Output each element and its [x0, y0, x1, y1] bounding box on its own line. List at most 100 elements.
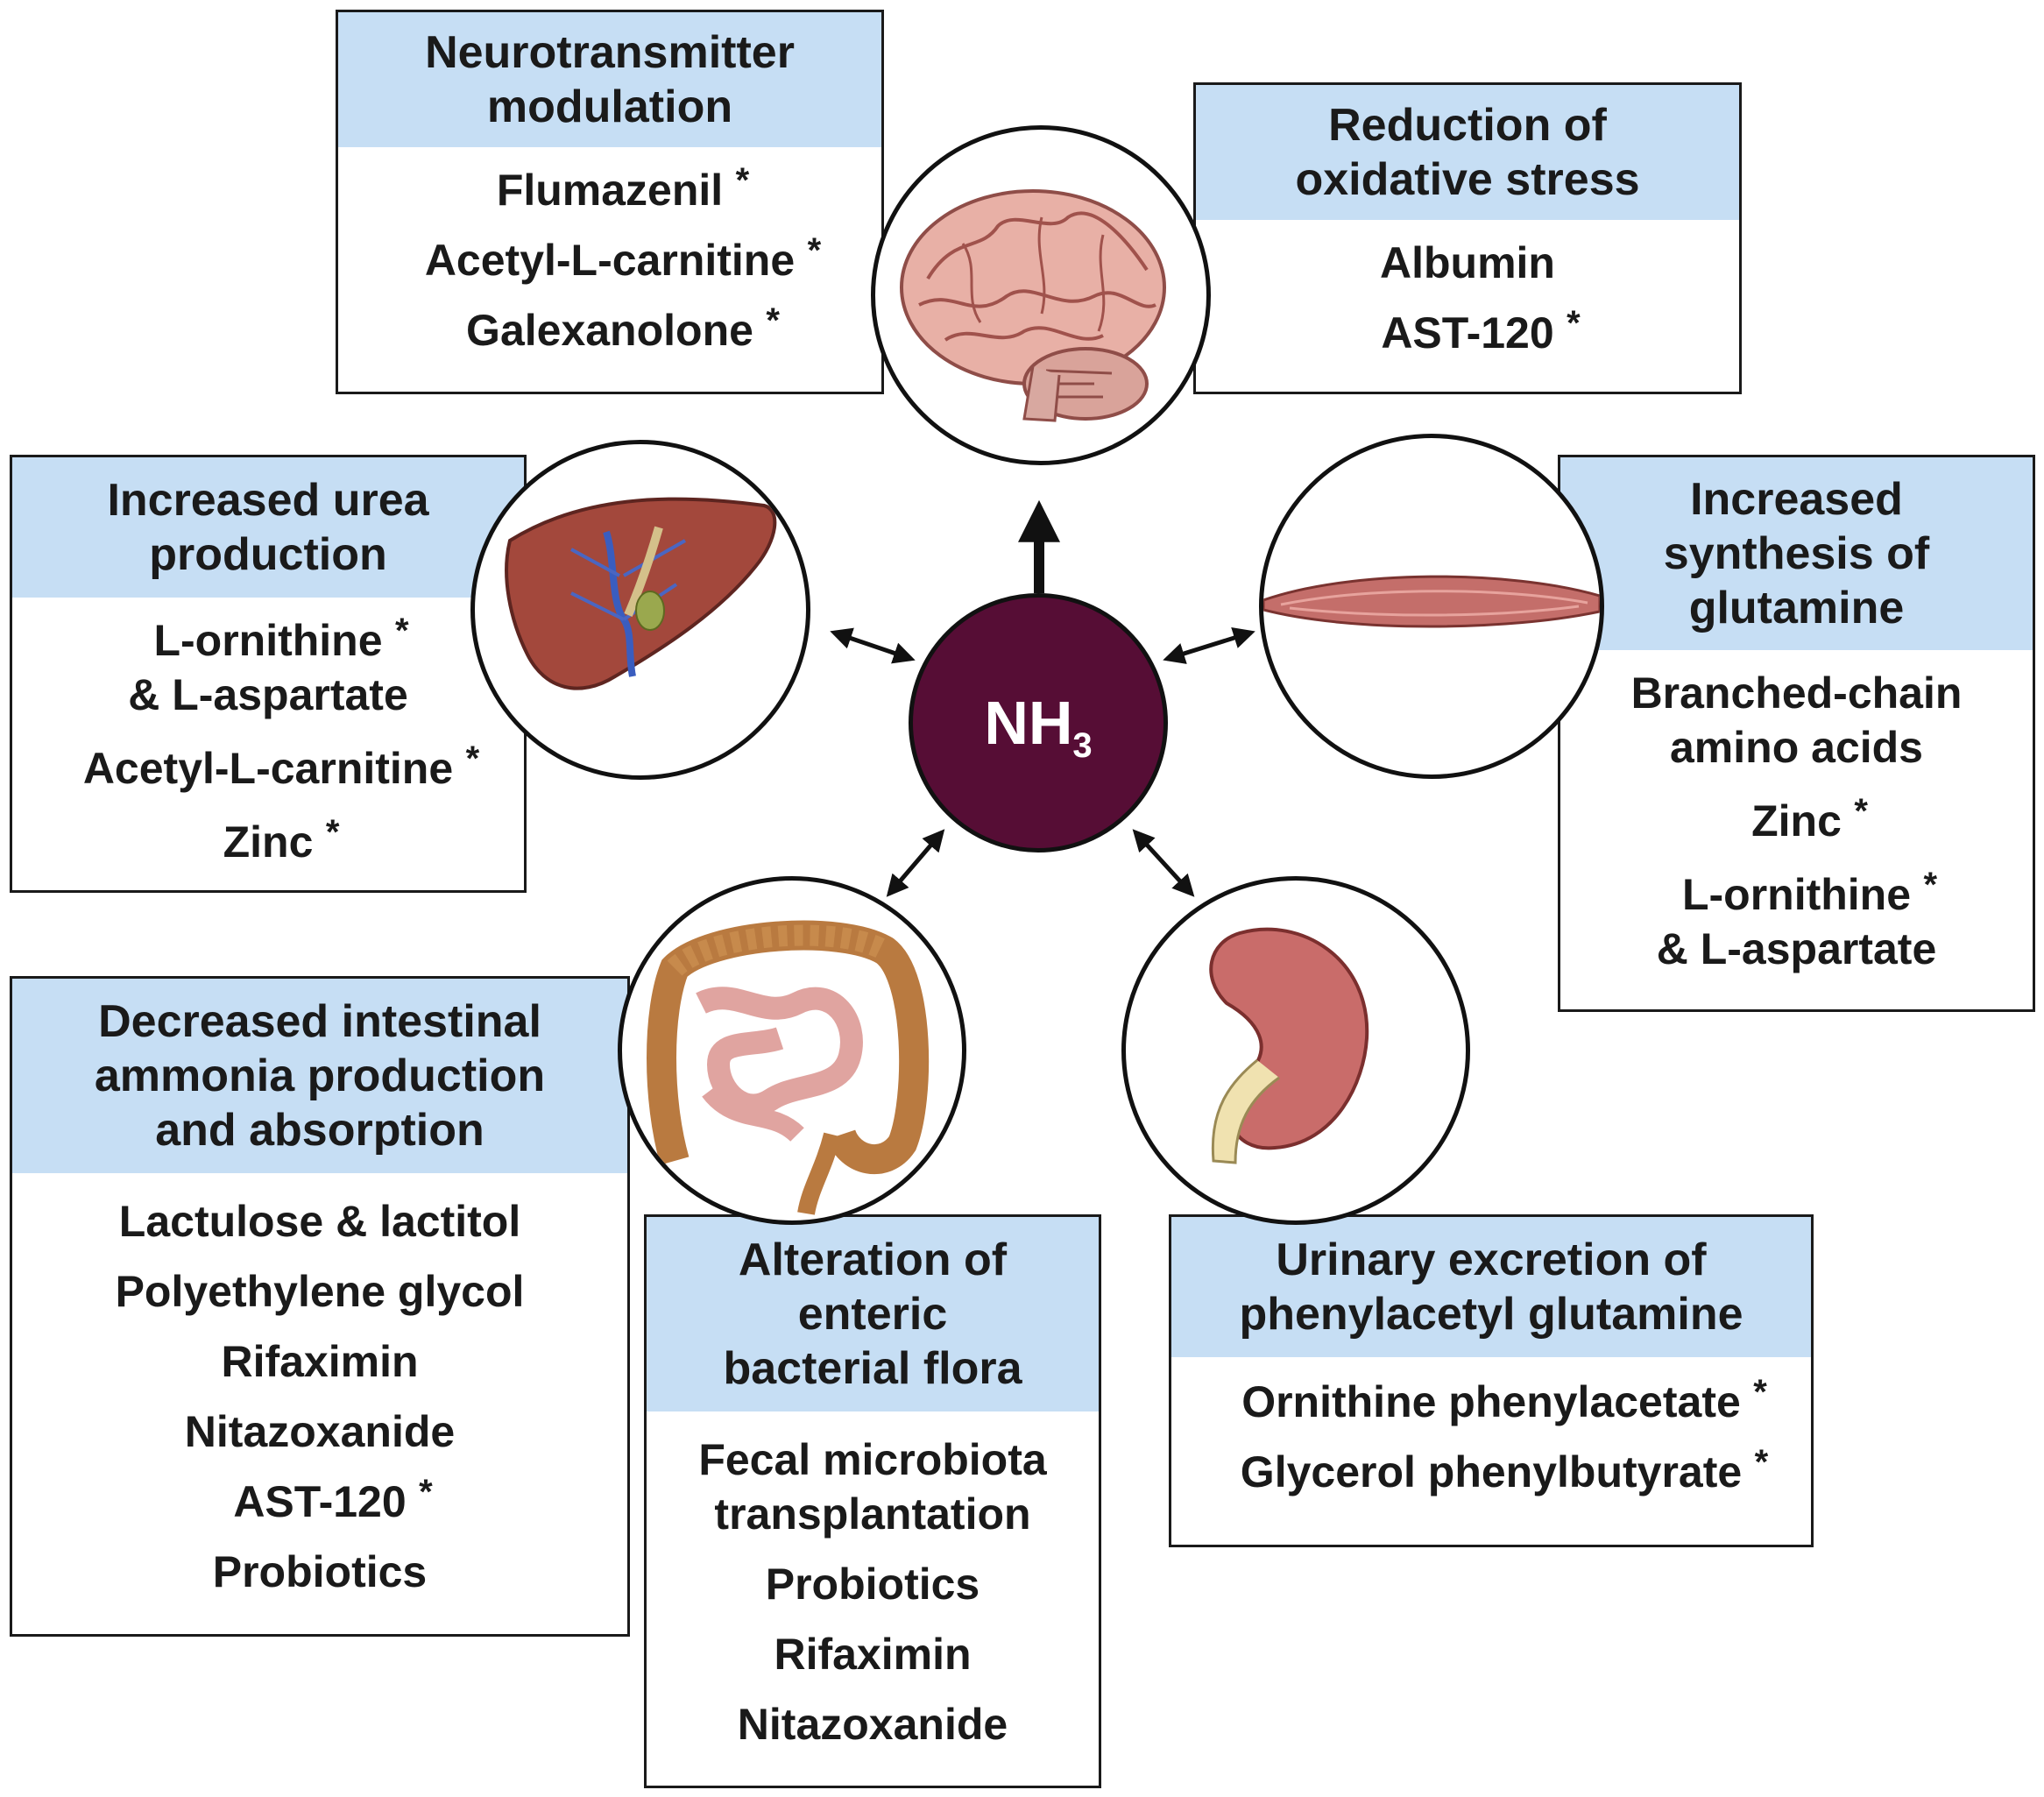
drug-name: Zinc* — [1560, 792, 2033, 848]
drug-item: L-ornithine*& L-aspartate — [1560, 866, 2033, 976]
drug-item: Zinc* — [1560, 792, 2033, 848]
drug-item: Nitazoxanide — [647, 1697, 1099, 1751]
drug-name: & L-aspartate — [1656, 924, 1937, 973]
drug-name: Nitazoxanide — [184, 1407, 456, 1456]
liver-icon — [505, 497, 777, 690]
muscle-circle — [1259, 434, 1604, 779]
drug-item: Acetyl-L-carnitine* — [338, 231, 881, 287]
liver-circle — [470, 440, 810, 780]
drug-name: Polyethylene glycol — [115, 1267, 525, 1316]
arrow-kidney — [1132, 829, 1195, 897]
drug-name: Probiotics — [212, 1547, 428, 1596]
drug-item: Lactulose & lactitol — [12, 1194, 627, 1249]
drug-name: Lactulose & lactitol — [118, 1197, 521, 1246]
drug-item: Probiotics — [647, 1557, 1099, 1611]
box-title-line: Decreased intestinal — [98, 996, 541, 1047]
nh3-subscript: 3 — [1072, 725, 1093, 765]
drug-item: Rifaximin — [12, 1334, 627, 1389]
kidney-icon — [1209, 927, 1369, 1164]
drug-name: transplantation — [714, 1489, 1031, 1539]
arrow-liver — [830, 627, 916, 664]
box-title-line: enteric — [797, 1289, 948, 1340]
asterisk-marker: * — [1567, 304, 1581, 343]
asterisk-marker: * — [419, 1473, 433, 1511]
box-title-line: production — [149, 529, 387, 580]
asterisk-marker: * — [394, 612, 409, 650]
asterisk-marker: * — [1923, 866, 1938, 904]
drug-item: Ornithine phenylacetate* — [1171, 1373, 1811, 1429]
box-title-line: ammonia production — [94, 1051, 546, 1101]
drug-item: L-ornithine*& L-aspartate — [12, 612, 524, 722]
box-title-line: phenylacetyl glutamine — [1239, 1289, 1743, 1340]
asterisk-marker: * — [1753, 1373, 1767, 1411]
drug-item: Albumin — [1196, 236, 1739, 290]
drug-item: AST-120* — [12, 1473, 627, 1529]
box-title-line: and absorption — [155, 1105, 484, 1156]
box-body: Ornithine phenylacetate* Glycerol phenylb… — [1171, 1357, 1811, 1499]
drug-item: Nitazoxanide — [12, 1404, 627, 1459]
drug-name: Glycerol phenylbutyrate* — [1171, 1443, 1811, 1499]
drug-name: Albumin — [1380, 238, 1555, 287]
drug-name: Ornithine phenylacetate* — [1171, 1373, 1811, 1429]
asterisk-marker: * — [735, 161, 750, 200]
drug-item: AST-120* — [1196, 304, 1739, 360]
drug-name: AST-120* — [12, 1473, 627, 1529]
box-title-line: glutamine — [1688, 583, 1905, 633]
drug-item: Glycerol phenylbutyrate* — [1171, 1443, 1811, 1499]
drug-item: Zinc* — [12, 813, 524, 869]
kidney-circle — [1121, 876, 1470, 1225]
drug-name: Rifaximin — [774, 1630, 972, 1679]
drug-name: Galexanolone* — [338, 301, 881, 357]
intestine-icon — [647, 920, 930, 1215]
drug-name: Branched-chain — [1630, 669, 1963, 718]
drug-name: Fecal microbiota — [698, 1435, 1047, 1484]
asterisk-marker: * — [1854, 792, 1868, 831]
drug-item: Galexanolone* — [338, 301, 881, 357]
drug-name: Acetyl-L-carnitine* — [12, 739, 524, 796]
box-title-line: oxidative stress — [1295, 154, 1640, 205]
drug-name: L-ornithine* — [1560, 866, 2033, 922]
asterisk-marker: * — [1754, 1443, 1769, 1482]
box-title-line: Increased urea — [107, 475, 429, 526]
drug-item: Acetyl-L-carnitine* — [12, 739, 524, 796]
drug-name: Acetyl-L-carnitine* — [338, 231, 881, 287]
asterisk-marker: * — [465, 739, 480, 778]
asterisk-marker: * — [807, 231, 822, 270]
drug-name: L-ornithine* — [12, 612, 524, 668]
box-title-line: Reduction of — [1328, 100, 1607, 151]
drug-item: Branched-chain amino acids — [1560, 666, 2033, 775]
drug-name: amino acids — [1670, 723, 1923, 772]
drug-item: Flumazenil* — [338, 161, 881, 217]
asterisk-marker: * — [766, 301, 780, 340]
drug-name: Flumazenil* — [338, 161, 881, 217]
drug-name: & L-aspartate — [128, 670, 408, 719]
arrow-muscle — [1163, 627, 1255, 664]
brain-circle — [871, 125, 1211, 465]
nh3-label: NH — [984, 689, 1073, 757]
drug-item: Probiotics — [12, 1545, 627, 1599]
muscle-icon — [1263, 575, 1600, 628]
drug-name: Rifaximin — [221, 1337, 419, 1386]
drug-name: Probiotics — [765, 1560, 980, 1609]
box-title-line: Urinary excretion of — [1276, 1235, 1707, 1285]
intestine-circle — [618, 876, 966, 1225]
arrow-intestine — [886, 829, 945, 897]
box-body: Flumazenil* Acetyl-L-carnitine* Galexanolo… — [338, 147, 881, 357]
drug-item: Rifaximin — [647, 1627, 1099, 1681]
